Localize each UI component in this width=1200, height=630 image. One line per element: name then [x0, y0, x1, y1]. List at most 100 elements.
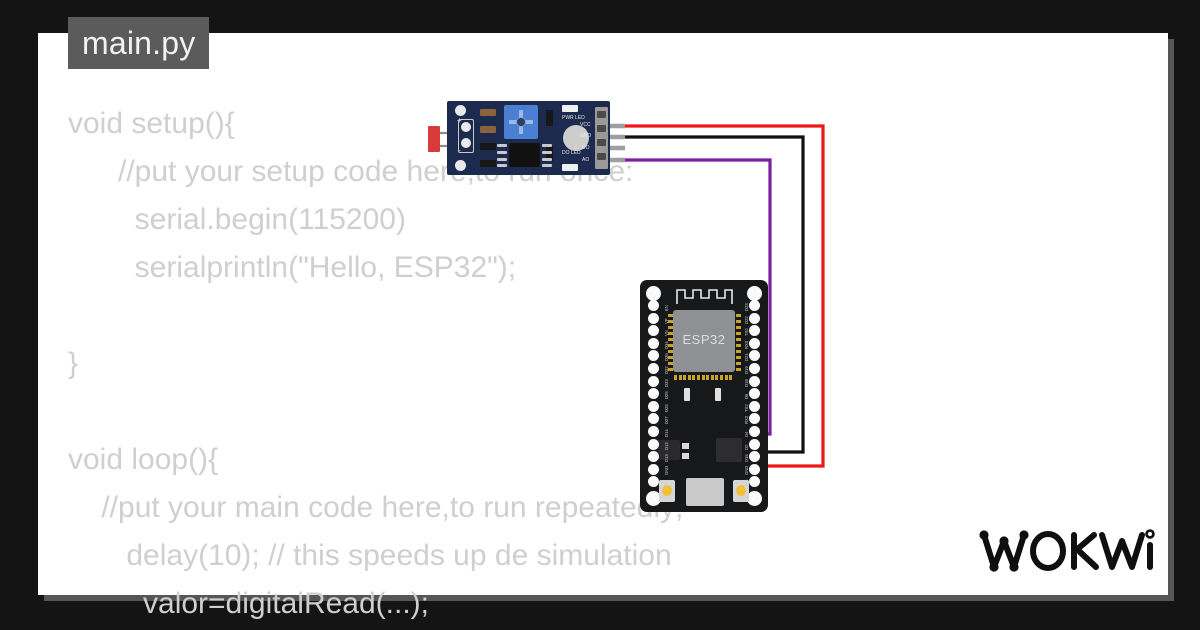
esp-pin-label-tx0: TX0 — [744, 328, 749, 337]
esp-castellation — [668, 356, 673, 359]
esp-castellation — [710, 375, 714, 380]
esp-pin-label-en: EN — [664, 305, 669, 311]
esp-castellation — [697, 375, 700, 380]
esp-pin-d19[interactable] — [749, 363, 760, 374]
esp-castellation — [736, 314, 741, 317]
esp-pin-d26[interactable] — [648, 400, 659, 412]
esp-pin-d5[interactable] — [749, 388, 760, 400]
do-led-label: DO LED — [562, 150, 581, 156]
esp-test-pad — [684, 388, 690, 401]
esp-pin-label-rx0: RX0 — [744, 340, 749, 349]
esp-pin-rx2[interactable] — [749, 413, 760, 425]
esp-pin-label-d33: D33 — [664, 378, 669, 387]
wokwi-logo — [979, 529, 1155, 572]
esp-castellation — [674, 375, 677, 380]
esp-castellation — [701, 375, 705, 380]
screw-terminal[interactable] — [458, 119, 474, 153]
lm393-sensor-module[interactable]: + - PWR LED DO LED — [447, 101, 610, 175]
esp-pin-d35[interactable] — [648, 350, 659, 362]
esp-castellation — [668, 344, 673, 347]
pin-label-vcc: VCC — [580, 122, 591, 128]
esp-pin-label-d23: D23 — [744, 303, 749, 311]
esp-castellation — [668, 326, 673, 329]
esp-pin-label-d2: D2 — [744, 444, 749, 450]
esp-pin-d25[interactable] — [648, 388, 659, 400]
wire-vcc-to-vin[interactable] — [607, 124, 825, 468]
mount-hole-top — [455, 105, 466, 116]
esp-pin-label-d15: D15 — [744, 454, 749, 463]
esp-pin-d13[interactable] — [648, 451, 659, 463]
esp-mount-hole-br — [747, 491, 762, 506]
pin-label-ao: AO — [582, 157, 590, 163]
esp-castellation — [668, 332, 673, 335]
esp-castellation — [736, 362, 741, 365]
voltage-regulator — [658, 440, 680, 460]
sensor-plus-mark: + — [457, 116, 462, 125]
esp-pin-label-tx2: TX2 — [744, 404, 749, 412]
wire-gnd-to-gnd[interactable] — [607, 135, 805, 454]
esp-pin-d15[interactable] — [749, 451, 760, 463]
pin-label-do: DO — [582, 145, 590, 151]
esp-pin-rx0[interactable] — [749, 337, 760, 349]
resistor-1 — [480, 109, 496, 116]
esp-pin-label-d14: D14 — [664, 429, 669, 437]
pwr-led-label: PWR LED — [562, 115, 585, 121]
esp-pin-label-d13: D13 — [664, 454, 669, 463]
esp-castellation — [736, 368, 741, 371]
esp-pin-tx0[interactable] — [749, 325, 760, 337]
esp-pin-label-d18: D18 — [744, 378, 749, 387]
capacitor — [563, 125, 589, 151]
esp-pin-label-d19: D19 — [744, 366, 749, 374]
pin-header[interactable] — [595, 107, 608, 169]
esp-pin-d23[interactable] — [749, 300, 760, 311]
esp-pin-gnd[interactable] — [749, 463, 760, 475]
esp-pin-en[interactable] — [648, 300, 659, 311]
pot-screw-icon — [516, 117, 526, 127]
resistor-4 — [480, 160, 496, 167]
esp-castellation — [668, 338, 673, 341]
esp-castellation — [668, 320, 673, 323]
file-tab-main-py[interactable]: main.py — [68, 17, 210, 69]
esp-pin-tx2[interactable] — [749, 400, 760, 412]
esp-pin-vp[interactable] — [648, 312, 659, 324]
esp-pin-vn[interactable] — [648, 325, 659, 337]
esp-castellation — [668, 368, 673, 371]
esp-pin-d12[interactable] — [648, 438, 659, 450]
esp-pin-d4[interactable] — [749, 426, 760, 437]
esp-pin-d22[interactable] — [749, 312, 760, 324]
esp-pin-3v3[interactable] — [749, 476, 760, 488]
esp-castellation — [736, 356, 741, 359]
esp-castellation — [668, 314, 673, 317]
wire-ao-to-d2[interactable] — [607, 158, 772, 436]
esp-pin-label-d26: D26 — [664, 404, 669, 412]
esp-castellation — [736, 344, 741, 347]
led-pwr — [562, 105, 578, 112]
resistor-2 — [480, 126, 496, 133]
esp-mount-hole-bl — [646, 491, 661, 506]
boot-button[interactable] — [659, 480, 675, 502]
esp-castellation — [729, 375, 733, 380]
esp-pin-d14[interactable] — [648, 426, 659, 437]
esp-pin-d34[interactable] — [648, 337, 659, 349]
esp-test-pad — [715, 388, 721, 401]
resistor-3 — [480, 143, 496, 150]
en-reset-button[interactable] — [733, 480, 749, 502]
esp-pin-gnd[interactable] — [648, 463, 659, 475]
esp-pin-d2[interactable] — [749, 438, 760, 450]
esp-pin-vin[interactable] — [648, 476, 659, 488]
esp-pin-d18[interactable] — [749, 375, 760, 387]
esp-pin-label-3v3: 3V3 — [744, 479, 749, 488]
esp-pin-label-d27: D27 — [664, 416, 669, 425]
esp-pin-d27[interactable] — [648, 413, 659, 425]
esp-pin-d33[interactable] — [648, 375, 659, 387]
usb-uart-chip — [716, 438, 742, 462]
esp-pin-label-vin: VIN — [664, 480, 669, 488]
esp-pin-label-d21: D21 — [744, 353, 749, 362]
esp-pin-d21[interactable] — [749, 350, 760, 362]
sensor-probe[interactable] — [428, 126, 440, 152]
micro-usb-connector[interactable] — [686, 478, 724, 506]
esp-pin-d32[interactable] — [648, 363, 659, 374]
esp-pin-label-gnd: GND — [664, 465, 669, 475]
